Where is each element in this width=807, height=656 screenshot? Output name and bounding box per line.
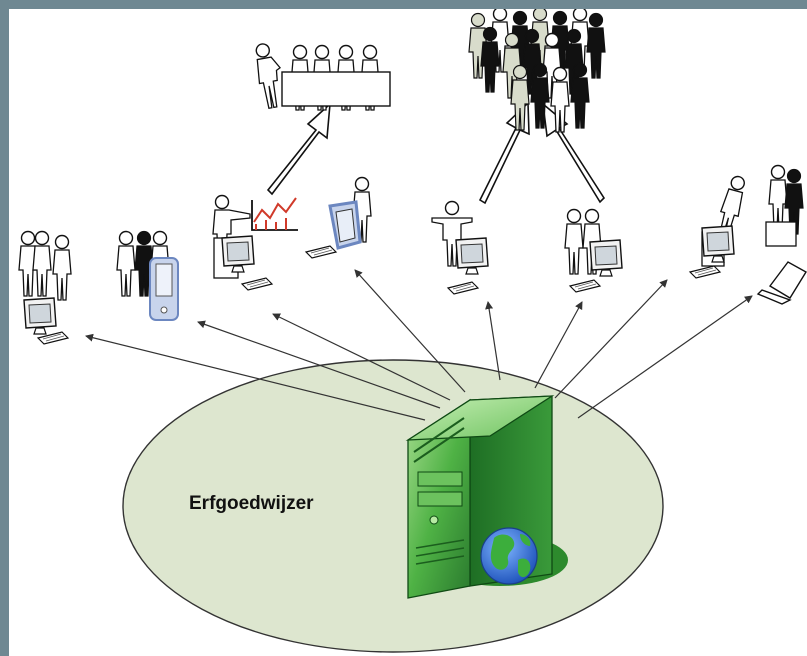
arrow-to-workstation-2 <box>354 269 466 393</box>
arrow-to-presenter <box>272 313 451 401</box>
workstation-5 <box>689 175 745 279</box>
arrow-to-crowd-right <box>541 102 606 204</box>
arrow-to-laptop-user <box>577 295 753 419</box>
workstation-4 <box>564 208 623 293</box>
hub-label: Erfgoedwijzer <box>189 493 314 514</box>
chart-icon <box>251 197 298 231</box>
arrow-to-meeting <box>266 102 331 196</box>
laptop-icon <box>756 261 807 305</box>
diagram-canvas: Erfgoedwijzer <box>9 9 807 656</box>
workstation-3 <box>431 200 489 295</box>
presenter <box>212 194 298 291</box>
arrow-to-workstation-4 <box>534 301 583 389</box>
arrow-to-workstation-3 <box>485 301 501 381</box>
laptop-user <box>756 164 807 305</box>
arrow-to-workstation-1 <box>85 333 426 421</box>
crowd-icon <box>468 9 606 133</box>
pda-user <box>116 230 179 321</box>
arrow-to-pda-user <box>197 320 441 409</box>
workstation-2 <box>305 176 372 259</box>
globe-icon <box>480 527 538 585</box>
connection-arrows <box>85 269 753 421</box>
meeting-icon <box>255 43 391 111</box>
workstation-1 <box>18 230 72 345</box>
network-diagram <box>18 9 807 653</box>
computer-icon <box>328 200 362 250</box>
publish-arrows <box>266 101 606 205</box>
arrow-to-workstation-5 <box>554 279 668 399</box>
